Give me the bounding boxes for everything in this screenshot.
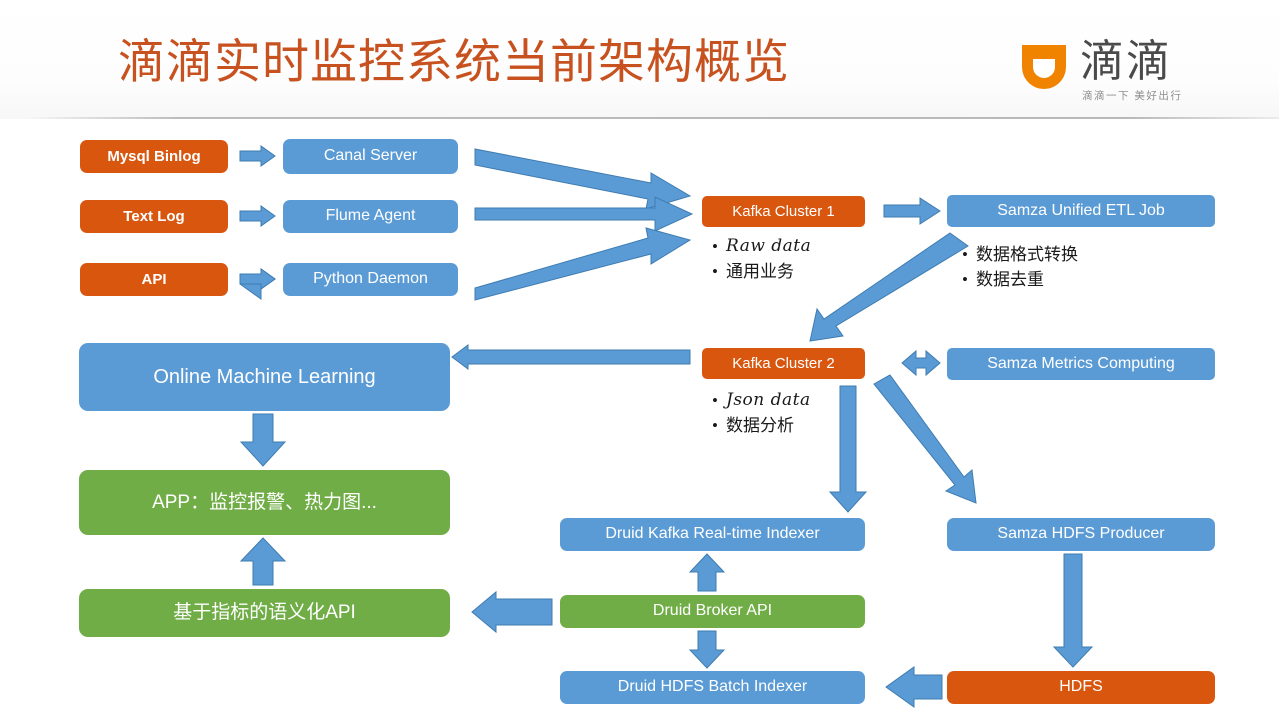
- node-kafka-cluster-1[interactable]: Kafka Cluster 1: [702, 196, 865, 227]
- arrow-kafka1-to-etl: [883, 197, 941, 225]
- node-canal-server[interactable]: Canal Server: [283, 139, 458, 174]
- didi-tagline: 滴滴一下 美好出行: [1082, 90, 1183, 102]
- bullet-kafka1-1: 通用业务: [726, 262, 794, 281]
- slide-header: 滴滴实时监控系统当前架构概览 滴滴 滴滴一下 美好出行: [0, 0, 1279, 119]
- node-text-log[interactable]: Text Log: [80, 200, 228, 233]
- node-druid-hdfs-batch-indexer[interactable]: Druid HDFS Batch Indexer: [560, 671, 865, 704]
- didi-logo: 滴滴 滴滴一下 美好出行: [1018, 37, 1208, 111]
- node-samza-unified-etl-job[interactable]: Samza Unified ETL Job: [947, 195, 1215, 227]
- node-kafka-cluster-2[interactable]: Kafka Cluster 2: [702, 348, 865, 379]
- bullet-dot: •: [712, 416, 718, 435]
- arrow-kafka2-to-hdfs-producer: [873, 374, 977, 504]
- node-hdfs[interactable]: HDFS: [947, 671, 1215, 704]
- arrow-flume-to-kafka1: [474, 196, 694, 232]
- arrow-kafka2-metrics-double: [901, 349, 941, 377]
- arrow-broker-to-druid-rt: [688, 553, 726, 592]
- didi-logo-mark-icon: [1022, 45, 1066, 89]
- bullets-samza-etl: • 数据格式转换 • 数据去重: [962, 242, 1078, 292]
- node-druid-kafka-realtime-indexer[interactable]: Druid Kafka Real-time Indexer: [560, 518, 865, 551]
- node-samza-metrics-computing[interactable]: Samza Metrics Computing: [947, 348, 1215, 380]
- arrow-kafka2-to-druid-rt: [828, 385, 868, 513]
- arrow-kafka2-to-oml: [451, 344, 691, 370]
- node-online-machine-learning[interactable]: Online Machine Learning: [79, 343, 450, 411]
- bullet-dot: •: [712, 237, 718, 256]
- bullet-kafka2-0: Json data: [726, 390, 811, 410]
- bullets-kafka-cluster-1: • Raw data • 通用业务: [712, 234, 811, 284]
- bullet-kafka1-0: Raw data: [726, 236, 812, 256]
- node-api[interactable]: API: [80, 263, 228, 296]
- arrow-api-to-python: [239, 268, 276, 300]
- arrow-canal-to-kafka1: [474, 148, 692, 210]
- arrow-producer-to-hdfs: [1052, 553, 1094, 668]
- arrow-broker-to-semantic: [471, 590, 553, 634]
- bullet-dot: •: [712, 391, 718, 410]
- node-mysql-binlog[interactable]: Mysql Binlog: [80, 140, 228, 173]
- node-samza-hdfs-producer[interactable]: Samza HDFS Producer: [947, 518, 1215, 551]
- didi-wordmark: 滴滴: [1080, 37, 1172, 86]
- bullets-kafka-cluster-2: • Json data • 数据分析: [712, 388, 811, 438]
- arrow-textlog-to-flume: [239, 205, 276, 227]
- node-druid-broker-api[interactable]: Druid Broker API: [560, 595, 865, 628]
- arrow-semantic-to-app: [239, 537, 287, 586]
- bullet-dot: •: [962, 270, 968, 289]
- bullet-dot: •: [712, 262, 718, 281]
- node-python-daemon[interactable]: Python Daemon: [283, 263, 458, 296]
- arrow-oml-to-app: [239, 413, 287, 467]
- node-app-monitoring[interactable]: APP：监控报警、热力图...: [79, 470, 450, 535]
- node-flume-agent[interactable]: Flume Agent: [283, 200, 458, 233]
- arrow-etl-to-kafka2: [809, 232, 969, 342]
- arrow-python-to-kafka1: [474, 227, 692, 301]
- arrow-broker-to-batch-indexer: [688, 630, 726, 669]
- bullet-dot: •: [962, 245, 968, 264]
- bullet-etl-1: 数据去重: [976, 270, 1044, 289]
- bullet-etl-0: 数据格式转换: [976, 245, 1078, 264]
- node-semantic-api[interactable]: 基于指标的语义化API: [79, 589, 450, 637]
- header-divider: [26, 117, 1279, 119]
- bullet-kafka2-1: 数据分析: [726, 416, 794, 435]
- arrow-mysql-to-canal: [239, 145, 276, 167]
- arrow-hdfs-to-batch-indexer: [885, 666, 943, 708]
- page-title: 滴滴实时监控系统当前架构概览: [118, 37, 790, 89]
